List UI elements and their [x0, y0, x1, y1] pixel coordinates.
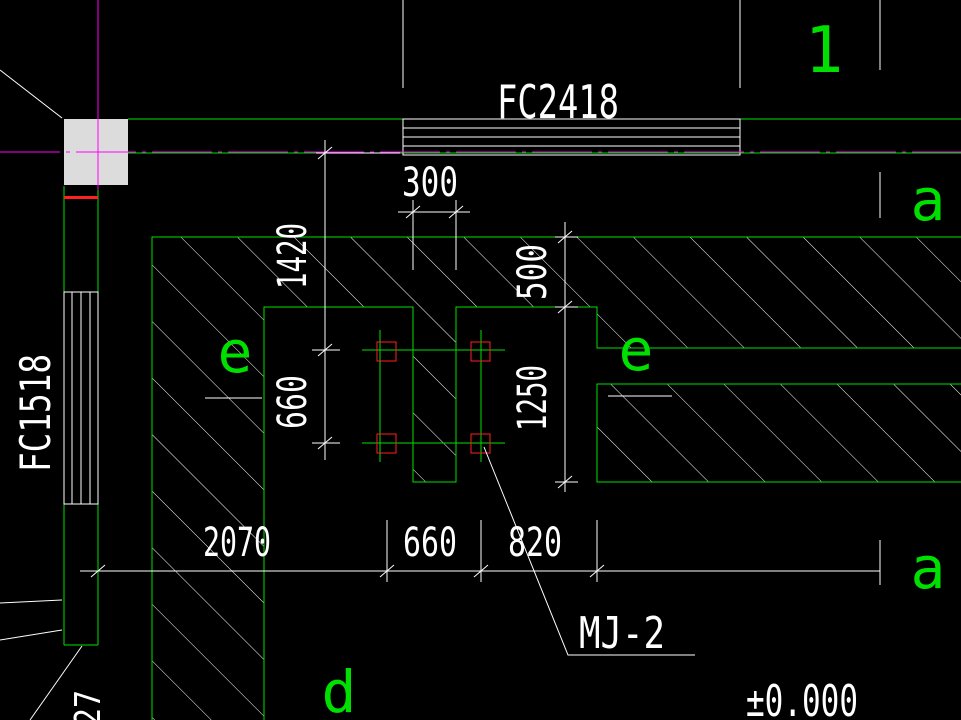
anchor-bolt-2 [470, 341, 491, 362]
dimension-1250: 1250 [510, 365, 556, 431]
hatch-right-lower [597, 384, 961, 482]
text-labels: FC2418 FC1518 300 1420 500 660 1250 2070… [11, 14, 945, 720]
axis-label-d: d [322, 658, 357, 720]
anchor-bolt-1 [376, 341, 397, 362]
hatch-top-band [264, 237, 961, 307]
dimension-lines [80, 140, 880, 582]
axis-label-a-upper: a [911, 166, 946, 234]
window-fc1518 [63, 291, 99, 505]
anchor-bolts [376, 341, 491, 454]
anchor-bolt-3 [376, 433, 397, 454]
dimension-660-horizontal: 660 [403, 520, 457, 566]
hatch-mid-pier [413, 307, 456, 482]
axis-label-e-right: e [619, 316, 654, 384]
window-label-fc1518: FC1518 [11, 354, 60, 472]
dimension-300: 300 [402, 160, 458, 206]
window-label-fc2418: FC2418 [497, 75, 619, 129]
window-fc2418 [402, 118, 741, 156]
dimension-2070: 2070 [203, 520, 271, 566]
leader-label-mj2: MJ-2 [579, 608, 665, 659]
hatched-concrete [152, 237, 961, 720]
dimension-820: 820 [508, 520, 562, 566]
leader-mj2 [483, 446, 695, 656]
partial-label-left-bottom: 27 [68, 690, 109, 720]
outline-main [151, 236, 961, 720]
dimension-660-vertical: 660 [270, 375, 316, 429]
dimension-1420: 1420 [270, 223, 316, 289]
axis-label-a-lower: a [911, 534, 946, 602]
white-reference-lines [0, 0, 881, 720]
anchor-bolt-4 [470, 433, 491, 454]
column-red-mark [64, 196, 98, 199]
dimension-500: 500 [510, 244, 556, 300]
elevation-label: ±0.000 [746, 676, 858, 720]
hatch-right-upper [597, 307, 961, 348]
outline-right-lower [596, 383, 961, 483]
hatch-left-wall [152, 237, 264, 720]
outline-left-inner [263, 306, 961, 720]
axis-label-top-number: 1 [805, 14, 844, 88]
axis-label-e-left: e [218, 318, 253, 386]
green-outlines [63, 118, 961, 720]
